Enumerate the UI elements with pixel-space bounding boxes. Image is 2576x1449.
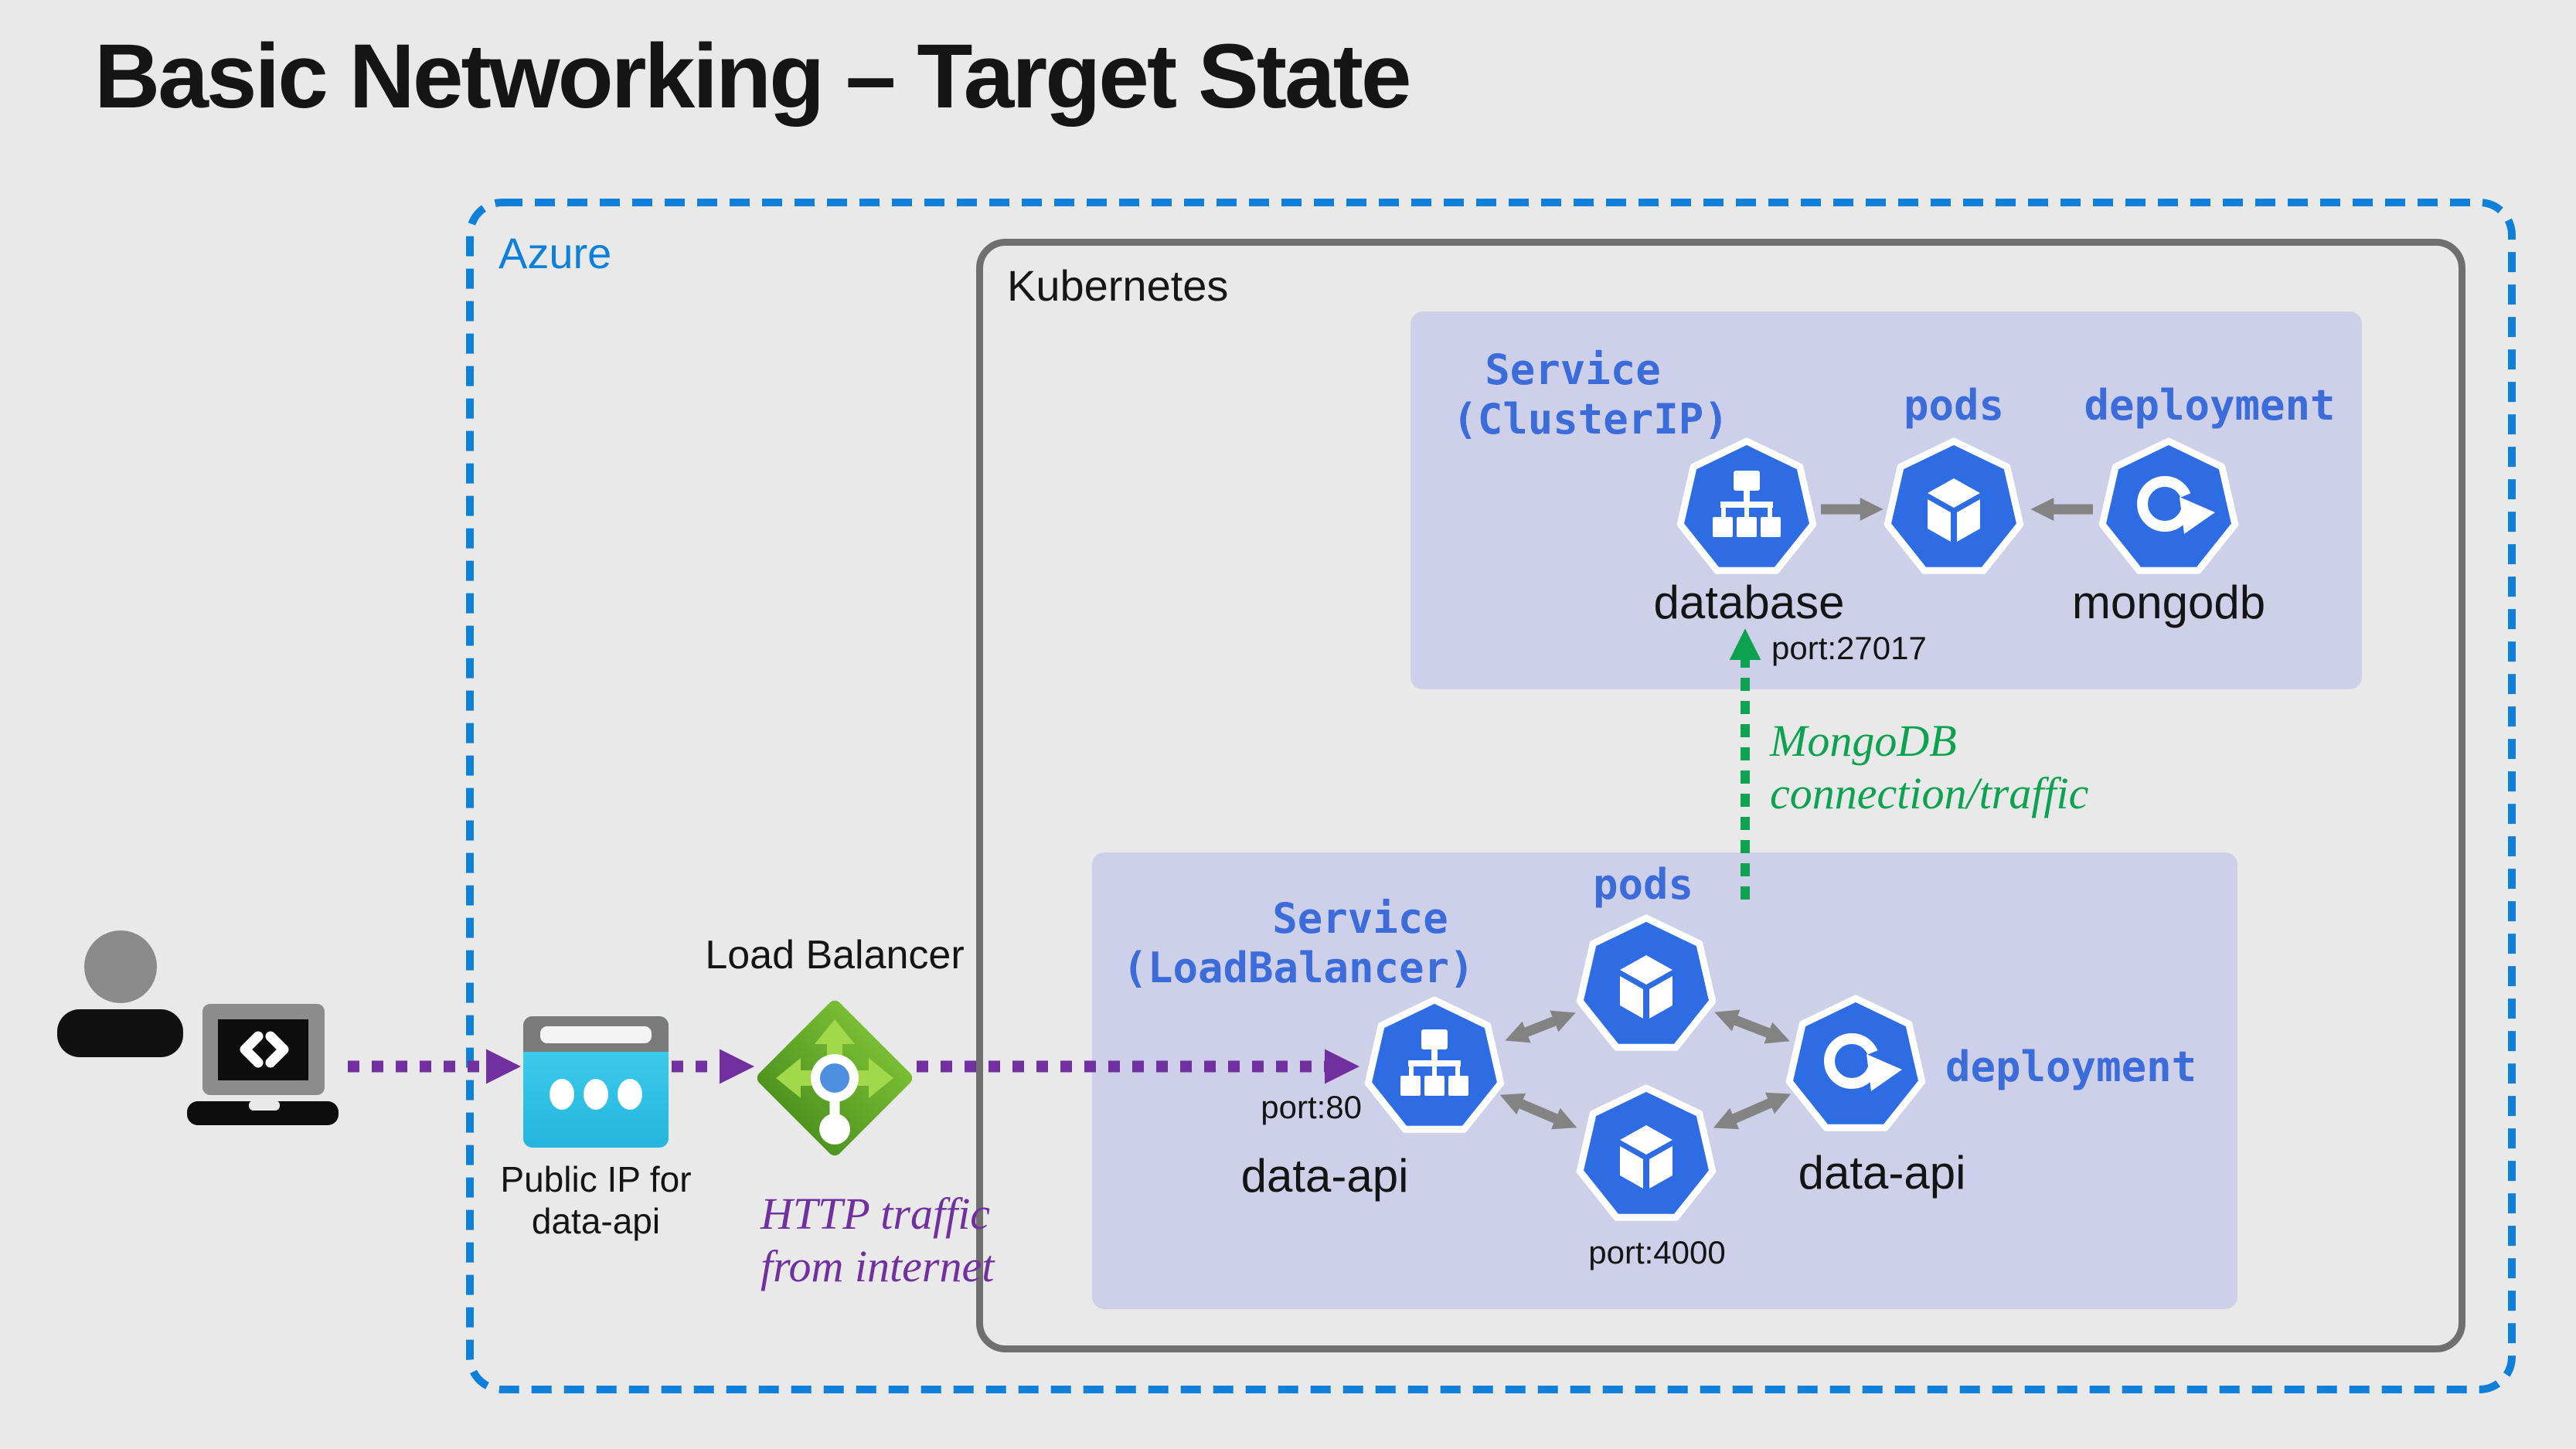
pod-port-label: port:4000 (1588, 1234, 1726, 1270)
k8s-pod-icon (1580, 918, 1713, 1047)
mongodb-traffic-note-line2: connection/traffic (1770, 768, 2089, 818)
k8s-service-icon (1368, 1000, 1501, 1129)
kubernetes-boundary (976, 239, 2465, 1352)
clusterip-service-type-line2: (ClusterIP) (1452, 395, 1729, 444)
k8s-deployment-icon (2102, 441, 2235, 570)
k8s-pod-icon (1580, 1088, 1713, 1217)
laptop-code-icon (187, 1004, 339, 1125)
kubernetes-label: Kubernetes (1007, 261, 1229, 310)
user-icon (57, 930, 183, 1057)
mongodb-deployment-name: mongodb (2071, 577, 2266, 628)
page-title: Basic Networking – Target State (94, 26, 1412, 128)
public-ip-label-line2: data-api (531, 1201, 661, 1241)
clusterip-pods-label: pods (1903, 381, 2005, 430)
public-ip-label-line1: Public IP for (500, 1159, 692, 1199)
lb-service-type-line2: (LoadBalancer) (1122, 944, 1475, 992)
k8s-deployment-icon (1789, 998, 1922, 1128)
azure-boundary (466, 199, 2516, 1393)
lb-service-type-line1: Service (1272, 894, 1448, 943)
arrow-deployment-pod2 (1713, 1092, 1792, 1130)
arrow-service-pod2 (1499, 1093, 1577, 1130)
lb-pods-label: pods (1592, 860, 1694, 909)
data-api-service-name: data-api (1240, 1150, 1409, 1202)
data-api-deployment-name: data-api (1798, 1147, 1966, 1199)
azure-label: Azure (499, 229, 612, 277)
arrow-deployment-pod1 (1714, 1009, 1790, 1044)
service-port-label: port:80 (1261, 1089, 1362, 1125)
azure-load-balancer-icon (757, 1000, 913, 1156)
k8s-service-icon (1680, 441, 1813, 570)
mongodb-traffic-note-line1: MongoDB (1770, 716, 1957, 766)
database-service-name: database (1653, 577, 1845, 628)
azure-public-ip-icon (523, 1016, 669, 1148)
arrow-service-pod1 (1505, 1010, 1576, 1043)
clusterip-deployment-label: deployment (2084, 381, 2336, 430)
k8s-pod-icon (1887, 441, 2020, 570)
http-traffic-note-line1: HTTP traffic (761, 1189, 991, 1239)
lb-deployment-label: deployment (1945, 1043, 2197, 1091)
load-balancer-label: Load Balancer (705, 933, 965, 978)
http-traffic-note-line2: from internet (761, 1241, 995, 1291)
clusterip-service-type-line1: Service (1485, 345, 1661, 394)
database-port-label: port:27017 (1771, 630, 1927, 666)
